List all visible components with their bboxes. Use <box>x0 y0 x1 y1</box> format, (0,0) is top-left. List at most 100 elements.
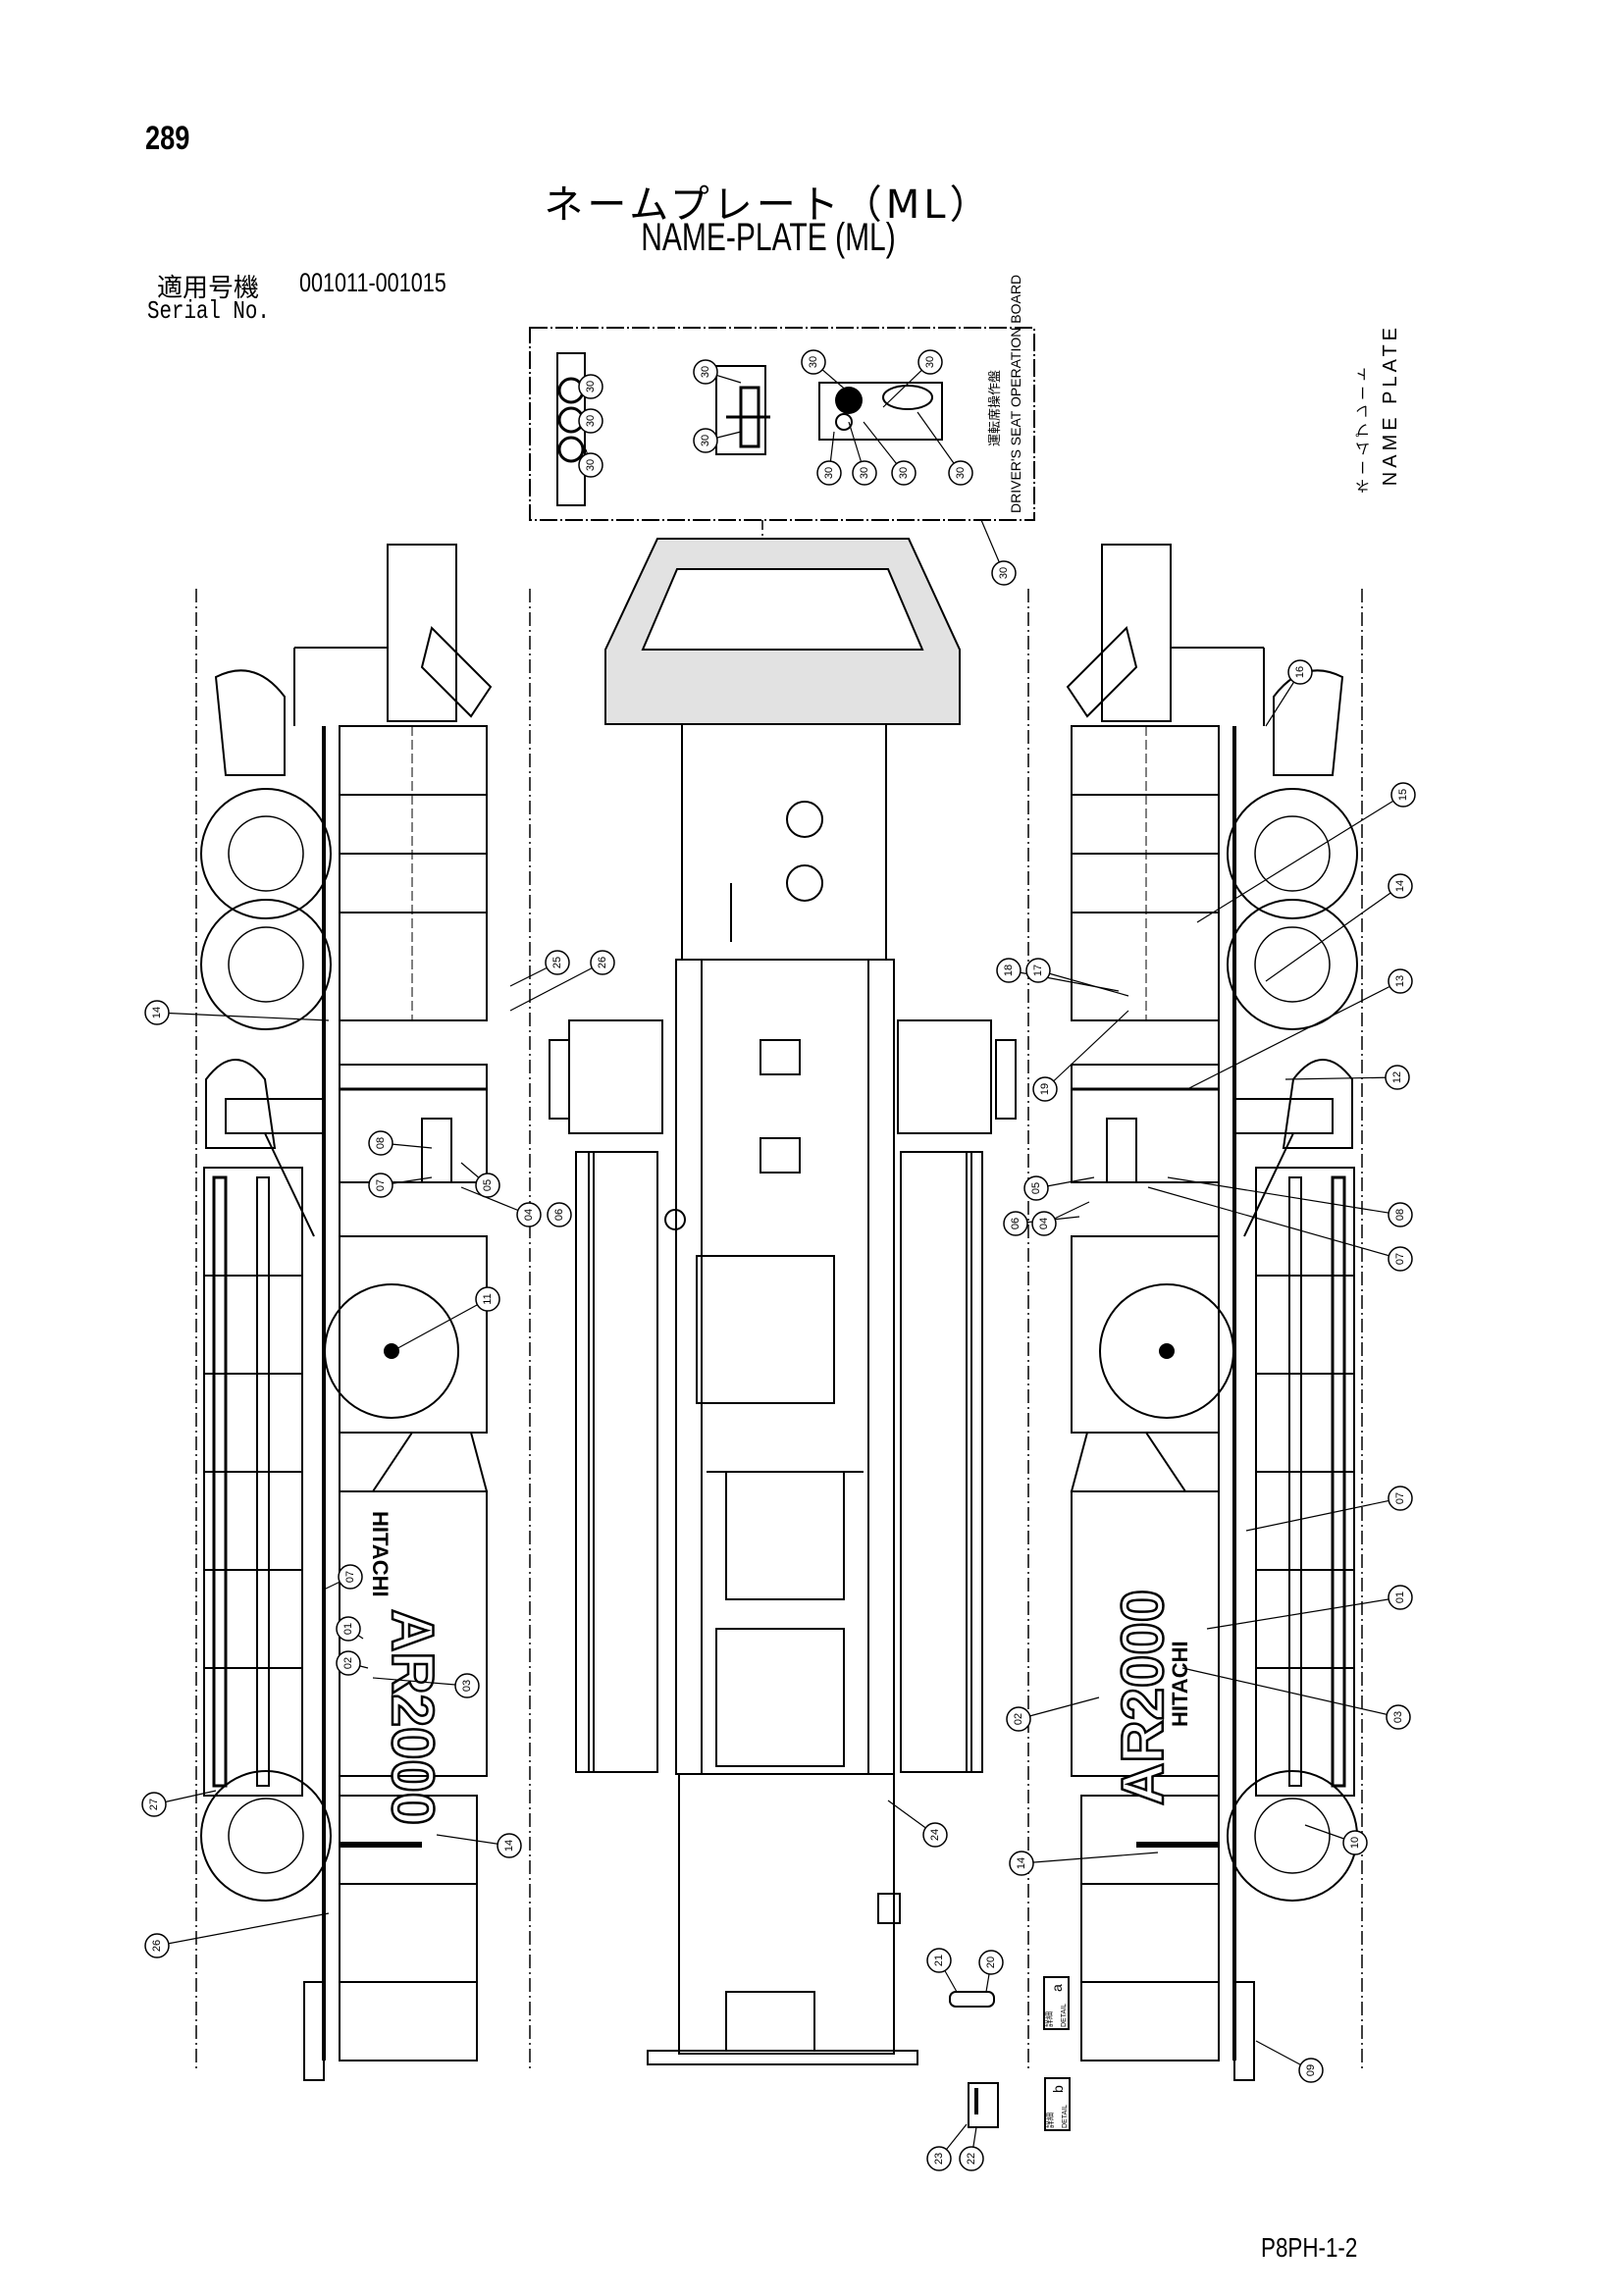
callout-circle <box>1025 958 1051 983</box>
callout: 14 <box>436 1833 522 1858</box>
callout-number: 07 <box>375 1179 387 1191</box>
operation-board-detail: 運転席操作盤 DRIVER'S SEAT OPERATION BOARD <box>529 275 1035 549</box>
callout-circle <box>1388 873 1413 899</box>
callout: 30 <box>882 349 943 408</box>
callout: 02 <box>336 1650 369 1676</box>
callout-leader-line <box>372 1677 468 1687</box>
callout-circle <box>475 1173 500 1198</box>
callout: 04 <box>1031 1201 1090 1236</box>
callout-number: 05 <box>1030 1182 1042 1194</box>
callout: 22 <box>959 2126 984 2171</box>
callout-circle <box>454 1673 480 1698</box>
callout-leader-line <box>1018 1696 1100 1720</box>
page-title-en: NAME-PLATE (ML) <box>641 216 896 259</box>
page-number: 289 <box>145 120 190 157</box>
callout-number: 30 <box>924 356 936 368</box>
callout-number: 30 <box>585 459 597 471</box>
callout-number: 03 <box>461 1680 473 1692</box>
callout-number: 07 <box>1394 1492 1406 1504</box>
callout-leader-line <box>1284 1076 1398 1080</box>
callout-number: 30 <box>700 435 711 446</box>
callout: 07 <box>1245 1486 1413 1532</box>
callout-number: 30 <box>998 567 1010 579</box>
callout-circle <box>816 460 842 486</box>
callout: 06 <box>1003 1211 1080 1236</box>
callout: 30 <box>816 431 842 486</box>
callout-number: 16 <box>1294 666 1306 678</box>
detail-a-letter: a <box>1049 1984 1065 1992</box>
drawing-code: P8PH-1-2 <box>1261 2232 1358 2263</box>
callout-number: 11 <box>482 1293 494 1304</box>
callout: 11 <box>392 1286 500 1352</box>
callout-circle <box>926 1948 952 1973</box>
callout: 03 <box>372 1673 480 1698</box>
callout-number: 02 <box>342 1657 354 1669</box>
callout-number: 03 <box>1392 1711 1404 1723</box>
callout-circle <box>368 1130 393 1156</box>
detail-b-jp: 詳細 <box>1045 2113 1055 2128</box>
logo-brand-right: HITACHI <box>1168 1641 1192 1727</box>
callout: 30 <box>693 359 742 385</box>
callout-circle <box>948 460 973 486</box>
callout-leader-line <box>1147 1186 1401 1260</box>
callout: 04 <box>460 1186 542 1227</box>
callout-number: 20 <box>985 1957 997 1968</box>
callout: 07 <box>368 1173 433 1198</box>
callout: 30 <box>578 408 603 434</box>
callout: 13 <box>1186 968 1413 1090</box>
detail-a-en: DETAIL <box>1061 2004 1068 2027</box>
callout-number: 12 <box>1391 1071 1403 1083</box>
callout-number: 01 <box>342 1623 354 1635</box>
callout: 26 <box>144 1912 330 1958</box>
callout: 05 <box>1023 1175 1095 1201</box>
crane-left-side-view <box>196 545 530 2080</box>
callout-leader-line <box>1196 794 1404 923</box>
callout-circle <box>1388 1486 1413 1511</box>
callout-number: 30 <box>585 415 597 427</box>
callout-circle <box>338 1564 363 1590</box>
callout-number: 13 <box>1394 975 1406 987</box>
callout-circle <box>590 950 615 975</box>
crane-top-view <box>549 538 1017 2065</box>
callout: 17 <box>1025 958 1129 997</box>
callout-circle <box>578 452 603 478</box>
callout-leader-line <box>1167 1176 1401 1216</box>
callout-number: 30 <box>585 381 597 392</box>
callout-number: 22 <box>966 2153 977 2165</box>
operation-board-title-jp: 運転席操作盤 <box>987 370 1002 446</box>
callout-circle <box>1003 1211 1028 1236</box>
callout-circle <box>545 950 570 975</box>
callout-number: 07 <box>344 1571 356 1583</box>
callout: 30 <box>863 421 917 486</box>
operation-board-title-en: DRIVER'S SEAT OPERATION BOARD <box>1008 275 1023 513</box>
callout-circle <box>1006 1706 1031 1732</box>
detail-b-letter: b <box>1050 2085 1066 2093</box>
callout-circle <box>1388 1585 1413 1610</box>
callout-number: 30 <box>955 467 967 479</box>
callout: 01 <box>336 1616 364 1642</box>
callout: 03 <box>1181 1667 1411 1730</box>
callout-leader-line <box>1044 1010 1129 1090</box>
callout-leader-line <box>156 1012 330 1021</box>
callout: 14 <box>1265 873 1413 982</box>
callout-circle <box>1009 1851 1034 1876</box>
callout-leader-line <box>1186 980 1401 1090</box>
callout-circle <box>516 1202 542 1227</box>
callout-number: 07 <box>1394 1253 1406 1265</box>
callout-leader-line <box>1265 885 1401 982</box>
callout: 08 <box>368 1130 433 1156</box>
callout-number: 10 <box>1349 1837 1361 1849</box>
callout-circle <box>852 460 877 486</box>
callout-circle <box>801 349 826 375</box>
callout-number: 08 <box>375 1137 387 1149</box>
callout-leader-line <box>509 962 603 1012</box>
callout: 18 <box>996 958 1120 992</box>
callout-leader-line <box>1181 1667 1399 1718</box>
callout-number: 06 <box>553 1209 565 1221</box>
callout-leader-line <box>156 1912 330 1947</box>
callout-circle <box>1388 1202 1413 1227</box>
callout-circle <box>1298 2058 1324 2083</box>
callout-circle <box>1390 782 1416 808</box>
callout-number: 04 <box>523 1209 535 1221</box>
callout: 07 <box>1147 1186 1413 1272</box>
